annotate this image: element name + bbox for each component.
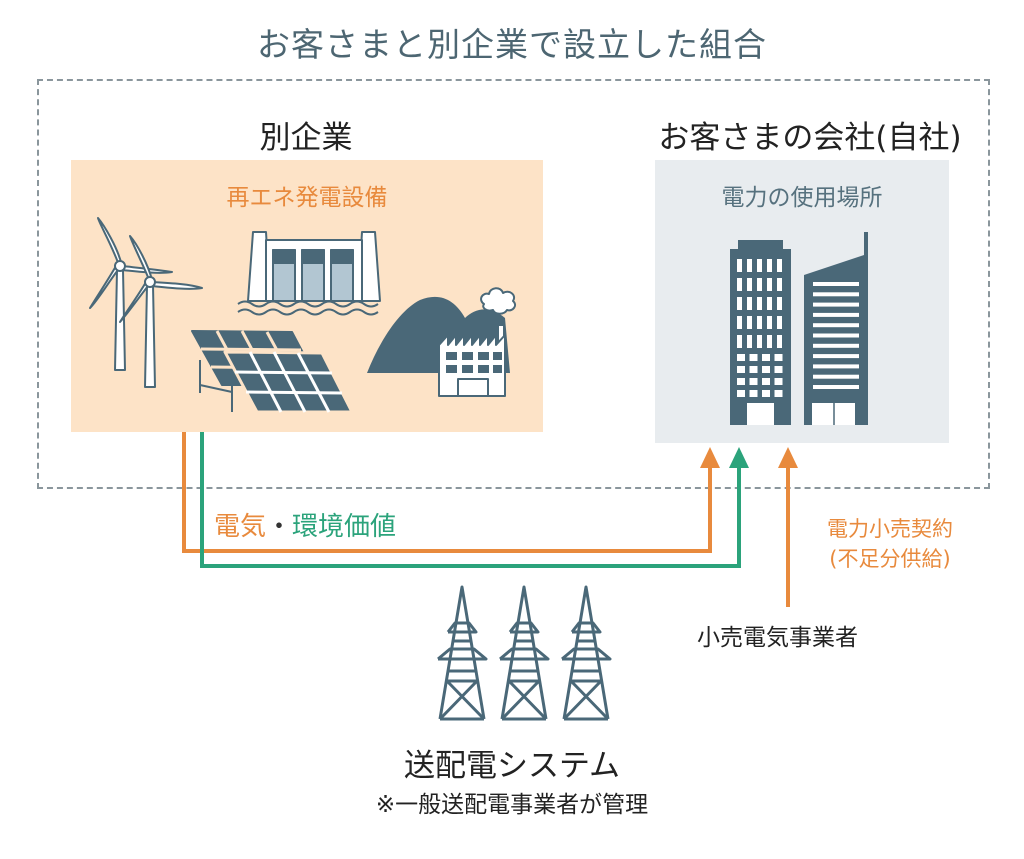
window	[737, 278, 742, 291]
retail-contract-label: 電力小売契約 (不足分供給)	[800, 514, 980, 574]
customer-company-heading: お客さまの会社(自社)	[658, 120, 962, 156]
window	[777, 316, 782, 329]
electricity-label: 電気	[214, 512, 267, 542]
window	[767, 259, 772, 272]
window	[757, 316, 762, 329]
window	[762, 378, 770, 385]
window	[747, 278, 752, 291]
retail-contract-arrowhead-icon	[778, 447, 798, 468]
window	[774, 378, 783, 385]
other-company-heading: 別企業	[259, 120, 353, 156]
window	[749, 366, 758, 373]
window-band	[813, 354, 859, 359]
window	[777, 278, 782, 291]
hydro-dam-icon	[237, 231, 381, 316]
window	[757, 335, 762, 348]
window	[737, 335, 742, 348]
diagram-title: お客さまと別企業で設立した組合	[257, 25, 767, 64]
window-band	[813, 364, 859, 369]
window	[767, 335, 772, 348]
window	[749, 390, 758, 397]
renewable-facility-label: 再エネ発電設備	[226, 185, 388, 211]
transmission-tower-group	[437, 585, 612, 721]
grid-system-title: 送配電システム	[403, 748, 621, 784]
office-building-icon	[730, 232, 868, 425]
window	[737, 390, 745, 397]
window	[774, 354, 783, 361]
window	[749, 378, 758, 385]
window-band	[813, 312, 859, 317]
window	[777, 335, 782, 348]
window	[747, 259, 752, 272]
window	[762, 366, 770, 373]
window	[767, 297, 772, 310]
window	[737, 297, 742, 310]
window	[762, 354, 770, 361]
window	[749, 354, 758, 361]
window-band	[813, 282, 859, 286]
environmental-value-flow-line	[200, 432, 741, 568]
environmental-value-arrowhead-icon	[729, 447, 749, 468]
wind-turbine-icon	[89, 217, 203, 388]
window	[737, 354, 745, 361]
window	[762, 390, 770, 397]
retail-contract-note: (不足分供給)	[829, 547, 951, 571]
flow-label: 電気・環境価値	[214, 506, 396, 543]
window-band	[813, 343, 859, 348]
window-band	[813, 333, 859, 338]
electricity-arrowhead-icon	[700, 447, 720, 468]
window	[774, 390, 783, 397]
power-usage-site-label: 電力の使用場所	[721, 185, 883, 211]
window-band	[813, 302, 859, 307]
solar-panel-icon	[191, 330, 354, 414]
window	[737, 366, 745, 373]
window	[747, 335, 752, 348]
retail-electricity-provider-label: 小売電気事業者	[697, 625, 858, 651]
window	[747, 297, 752, 310]
window	[737, 316, 742, 329]
window	[737, 259, 742, 272]
window	[747, 316, 752, 329]
window	[757, 278, 762, 291]
window	[774, 366, 783, 373]
grid-system-note: ※一般送配電事業者が管理	[375, 792, 649, 818]
transmission-tower-icon	[499, 585, 550, 721]
environmental-value-label: 環境価値	[292, 512, 397, 542]
retail-contract-title: 電力小売契約	[827, 517, 953, 541]
power-usage-site-box	[655, 160, 949, 443]
window-band	[813, 323, 859, 328]
window	[757, 297, 762, 310]
window-band	[813, 374, 859, 379]
electricity-flow-line	[182, 432, 712, 553]
geothermal-plant-icon	[367, 287, 517, 397]
transmission-tower-icon	[561, 585, 612, 721]
window-band	[813, 385, 859, 389]
window-band	[813, 292, 859, 297]
separator-dot: ・	[266, 512, 293, 542]
cooperative-frame	[37, 79, 990, 489]
window	[777, 259, 782, 272]
window	[777, 297, 782, 310]
window	[767, 316, 772, 329]
window	[737, 378, 745, 385]
window	[757, 259, 762, 272]
transmission-tower-icon	[437, 585, 488, 721]
window	[767, 278, 772, 291]
